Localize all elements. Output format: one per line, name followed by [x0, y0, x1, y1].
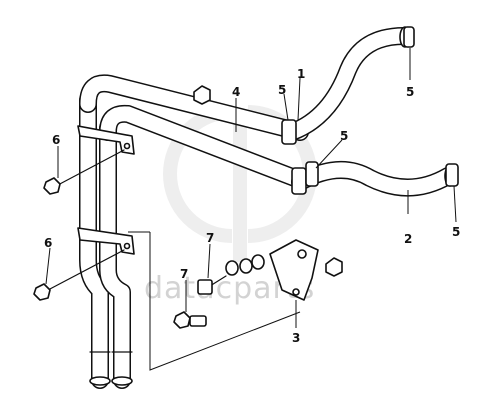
leader-5a [283, 93, 289, 121]
callout-4: 4 [232, 85, 240, 99]
clamp-hose-2 [291, 167, 307, 195]
bolt-6-upper [43, 149, 125, 195]
callout-2: 2 [404, 232, 412, 246]
clamp-hose-1 [281, 119, 297, 145]
callout-5-top-right: 5 [406, 85, 414, 99]
leader-5d [453, 185, 457, 223]
callout-1: 1 [297, 67, 305, 81]
upper-bracket [77, 125, 135, 155]
callout-3: 3 [292, 331, 300, 345]
vertical-pipe-assembly [79, 91, 133, 389]
bolt-7-upper [197, 275, 227, 295]
hose-2 [291, 160, 459, 197]
callout-6-lower: 6 [44, 236, 52, 250]
lower-bracket [77, 227, 135, 255]
callout-7-lower: 7 [180, 267, 188, 281]
clamp-hose-2b [305, 161, 319, 187]
hose-1 [281, 26, 415, 145]
nut-right [325, 257, 343, 277]
bolt-7-lower [173, 311, 207, 329]
callout-5-mid: 5 [340, 129, 348, 143]
frame-leader-left [149, 232, 301, 371]
washer-1 [225, 260, 239, 276]
clamp-far-right [445, 163, 459, 187]
upper-tube-pair [79, 74, 309, 189]
callout-5-left: 5 [278, 83, 286, 97]
leader-6b [45, 247, 51, 285]
bracket-3 [269, 239, 319, 301]
callout-6-upper: 6 [52, 133, 60, 147]
callout-7-upper: 7 [206, 231, 214, 245]
leader-7a [207, 243, 211, 279]
washer-3 [251, 254, 265, 270]
leader-5c [315, 139, 343, 169]
clamp-top-right [403, 26, 415, 48]
nut-top [193, 85, 211, 105]
leader-1 [297, 77, 301, 121]
callout-5-far-right: 5 [452, 225, 460, 239]
bolt-6-lower [33, 249, 125, 301]
washer-2 [239, 258, 253, 274]
